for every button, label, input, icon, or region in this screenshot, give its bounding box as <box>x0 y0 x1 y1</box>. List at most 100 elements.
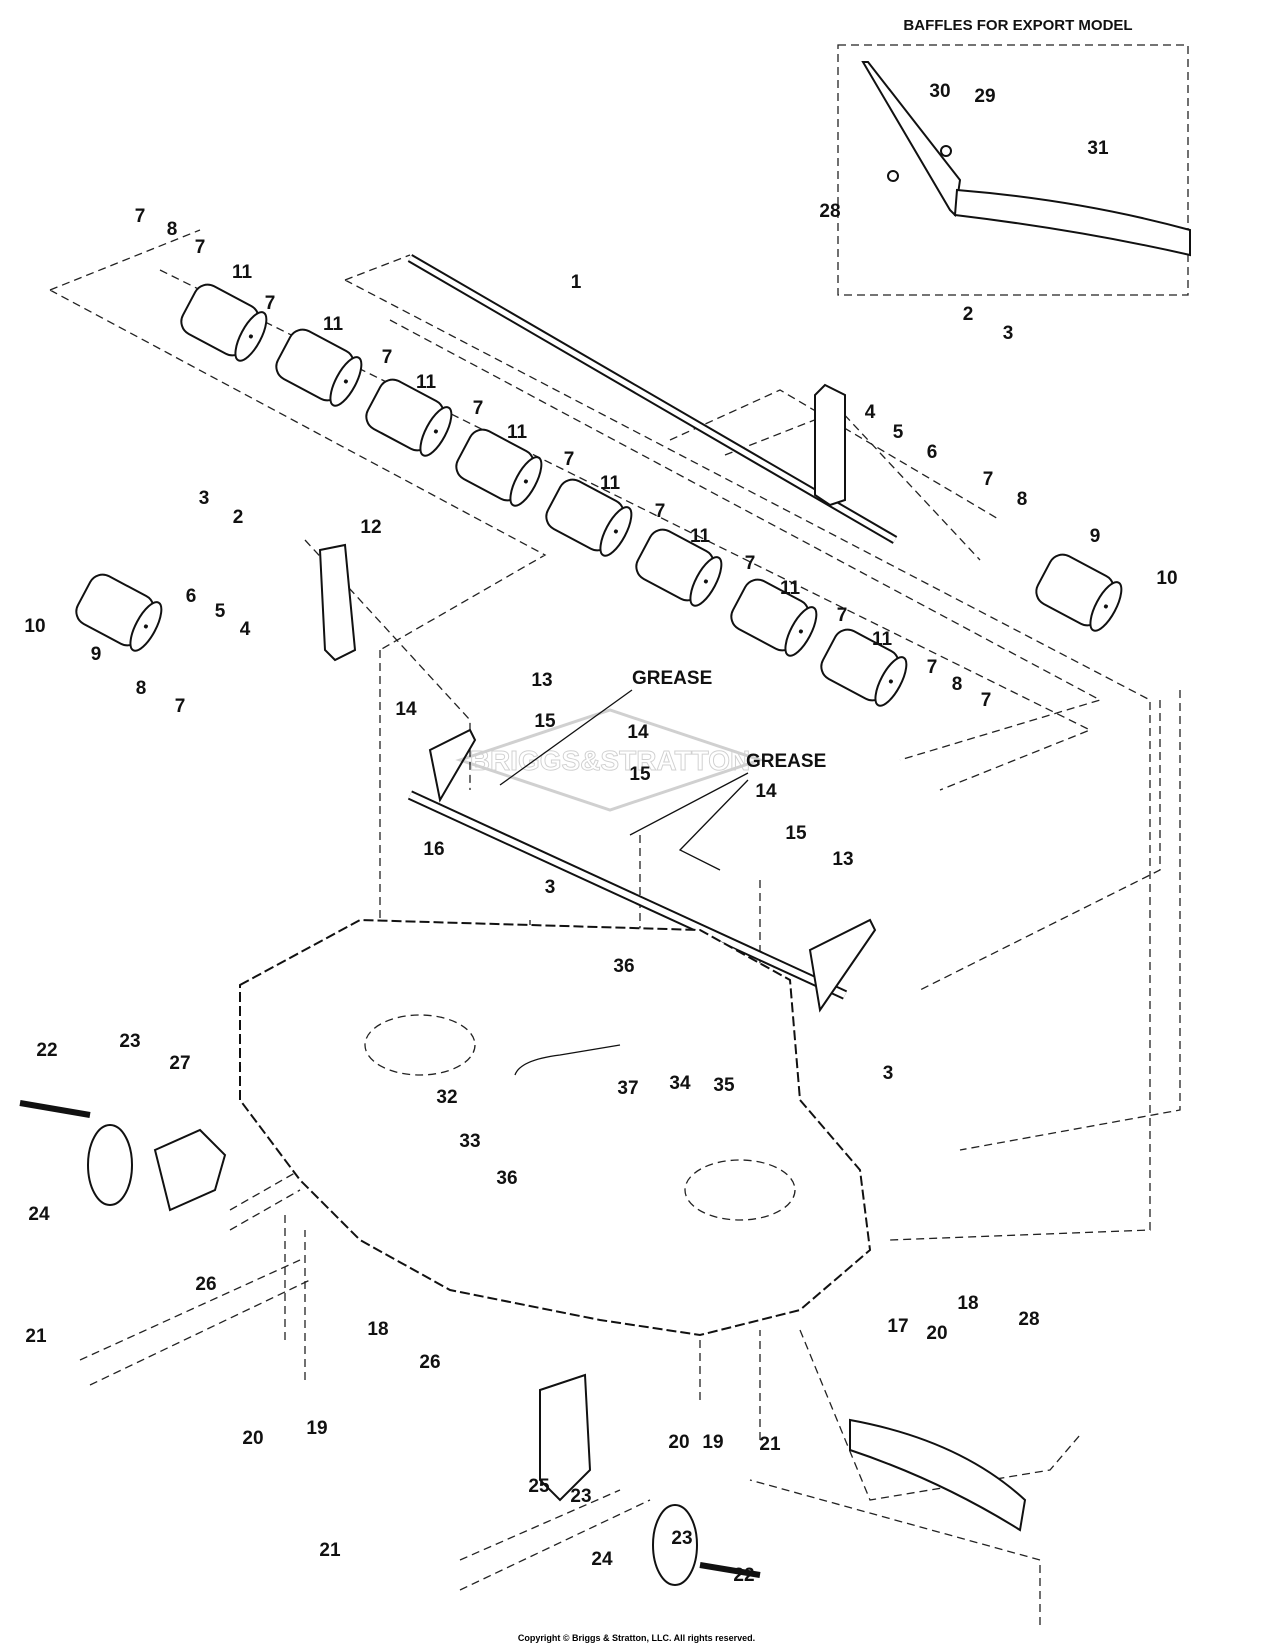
callout-1: 1 <box>571 272 582 293</box>
callout-7: 7 <box>983 469 994 490</box>
callout-18: 18 <box>367 1319 388 1340</box>
callout-5: 5 <box>215 601 226 622</box>
callout-11: 11 <box>872 629 893 650</box>
callout-33: 33 <box>459 1131 480 1152</box>
callout-13: 13 <box>832 849 853 870</box>
callout-10: 10 <box>1156 568 1177 589</box>
callout-19: 19 <box>306 1418 327 1439</box>
callout-3: 3 <box>1003 323 1014 344</box>
bracket-27 <box>153 1128 227 1212</box>
callout-19: 19 <box>702 1432 723 1453</box>
roller <box>365 378 453 457</box>
callout-28: 28 <box>1018 1309 1039 1330</box>
callout-3: 3 <box>199 488 210 509</box>
callout-8: 8 <box>1017 489 1028 510</box>
callout-24: 24 <box>591 1549 613 1570</box>
callout-7: 7 <box>981 690 992 711</box>
callout-9: 9 <box>1090 526 1101 547</box>
callout-11: 11 <box>232 262 253 283</box>
grease-label: GREASE <box>746 751 826 772</box>
roller <box>275 328 363 407</box>
watermark-text: BRIGGS&STRATTON <box>470 745 751 776</box>
callout-35: 35 <box>713 1075 735 1096</box>
bracket-12 <box>318 543 357 662</box>
callout-32: 32 <box>436 1087 457 1108</box>
callout-5: 5 <box>893 422 904 443</box>
callout-4: 4 <box>865 402 876 423</box>
callout-36: 36 <box>613 956 634 977</box>
callout-11: 11 <box>416 372 437 393</box>
callout-7: 7 <box>175 696 186 717</box>
callout-23: 23 <box>570 1486 591 1507</box>
callout-11: 11 <box>780 578 801 599</box>
inset-title: BAFFLES FOR EXPORT MODEL <box>903 17 1132 34</box>
callout-37: 37 <box>617 1078 638 1099</box>
callout-21: 21 <box>319 1540 341 1561</box>
baffle-17 <box>849 1418 1027 1532</box>
callout-15: 15 <box>785 823 807 844</box>
bolt-28 <box>887 170 899 182</box>
callout-7: 7 <box>473 398 484 419</box>
callout-26: 26 <box>419 1352 440 1373</box>
callout-30: 30 <box>929 81 950 102</box>
inset-box <box>837 44 1189 296</box>
callout-16: 16 <box>423 839 444 860</box>
callout-7: 7 <box>655 501 666 522</box>
callout-11: 11 <box>600 473 621 494</box>
mower-deck <box>239 918 872 1337</box>
callout-31: 31 <box>1087 138 1109 159</box>
callout-6: 6 <box>927 442 938 463</box>
callout-15: 15 <box>629 764 651 785</box>
callout-36: 36 <box>496 1168 517 1189</box>
callout-28: 28 <box>819 201 840 222</box>
wheel-left <box>87 1124 133 1206</box>
callout-13: 13 <box>531 670 552 691</box>
spring-32 <box>514 1044 621 1076</box>
arm-left <box>428 728 477 803</box>
wheel-right <box>652 1504 698 1586</box>
callout-7: 7 <box>745 553 756 574</box>
callout-7: 7 <box>837 605 848 626</box>
callout-8: 8 <box>167 219 178 240</box>
callout-7: 7 <box>135 206 146 227</box>
callout-25: 25 <box>528 1476 550 1497</box>
callout-2: 2 <box>233 507 244 528</box>
callout-3: 3 <box>883 1063 894 1084</box>
callout-18: 18 <box>957 1293 978 1314</box>
callout-10: 10 <box>24 616 45 637</box>
roller <box>1035 553 1123 632</box>
callout-22: 22 <box>36 1040 57 1061</box>
roller <box>455 428 543 507</box>
callout-17: 17 <box>887 1316 908 1337</box>
roller <box>730 578 818 657</box>
callout-9: 9 <box>91 644 102 665</box>
callout-11: 11 <box>323 314 344 335</box>
callout-29: 29 <box>974 86 995 107</box>
bracket-right <box>814 383 846 507</box>
baffle-31 <box>953 188 1191 257</box>
arm-right <box>808 918 877 1013</box>
copyright: Copyright © Briggs & Stratton, LLC. All … <box>517 1633 756 1643</box>
callout-27: 27 <box>169 1053 190 1074</box>
roller <box>75 573 163 652</box>
callout-34: 34 <box>669 1073 691 1094</box>
roller <box>545 478 633 557</box>
callout-26: 26 <box>195 1274 216 1295</box>
bracket-25 <box>539 1373 592 1502</box>
callout-7: 7 <box>265 293 276 314</box>
callout-7: 7 <box>927 657 938 678</box>
callout-7: 7 <box>195 237 206 258</box>
callout-8: 8 <box>136 678 147 699</box>
roller <box>820 628 908 707</box>
callout-20: 20 <box>668 1432 689 1453</box>
callout-7: 7 <box>564 449 575 470</box>
callout-4: 4 <box>240 619 251 640</box>
callout-2: 2 <box>963 304 974 325</box>
grease-label: GREASE <box>632 668 712 689</box>
callout-21: 21 <box>759 1434 781 1455</box>
callout-21: 21 <box>25 1326 47 1347</box>
callout-8: 8 <box>952 674 963 695</box>
callout-11: 11 <box>507 422 528 443</box>
